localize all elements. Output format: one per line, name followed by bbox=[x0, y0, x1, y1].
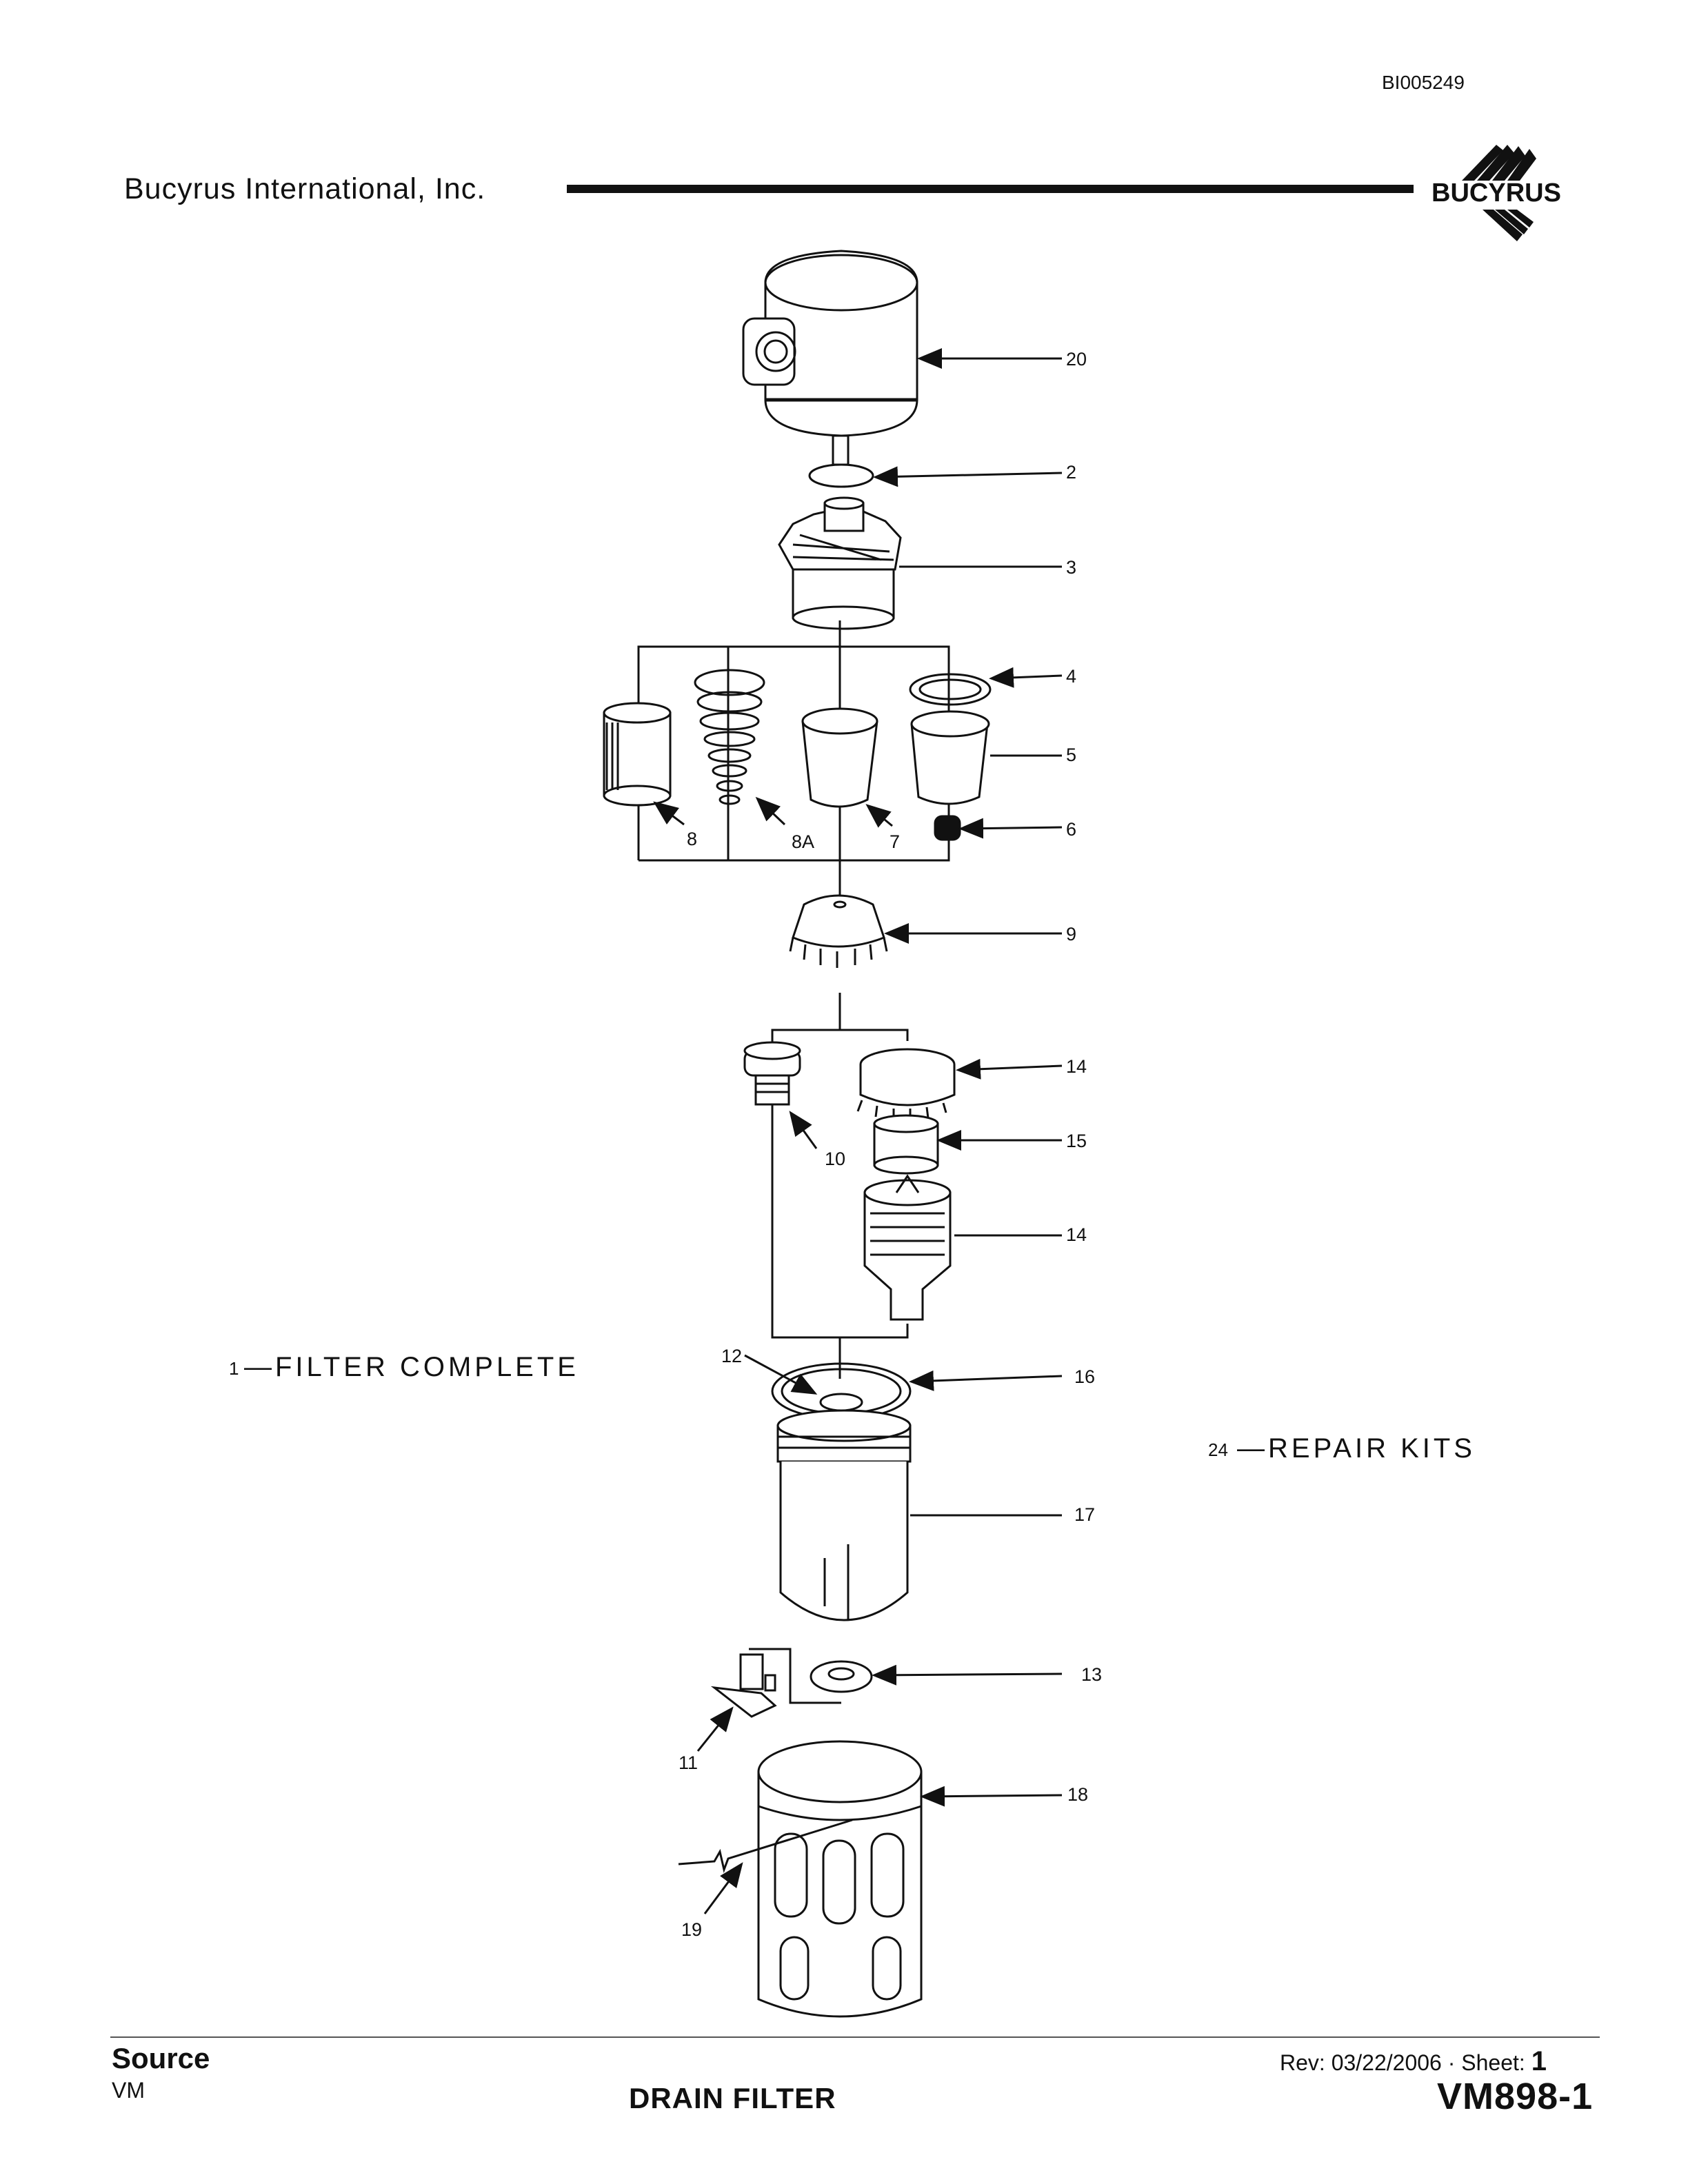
callout-4: 4 bbox=[1066, 666, 1076, 687]
part-11-drain-valve bbox=[710, 1653, 777, 1718]
callout-2: 2 bbox=[1066, 462, 1076, 483]
source-label: Source bbox=[112, 2042, 210, 2074]
callout-6: 6 bbox=[1066, 819, 1076, 840]
part-15-sleeve bbox=[873, 1114, 939, 1175]
part-9-baffle bbox=[789, 894, 888, 968]
company-name: Bucyrus International, Inc. bbox=[124, 172, 486, 205]
part-18-guard bbox=[757, 1740, 923, 2018]
callout-14-cap: 14 bbox=[1066, 1056, 1087, 1077]
callout-16: 16 bbox=[1074, 1366, 1095, 1387]
revision-info: Rev: 03/22/2006 · Sheet: 1 bbox=[1280, 2046, 1547, 2077]
sheet-label: Sheet: bbox=[1461, 2050, 1525, 2075]
callout-19: 19 bbox=[681, 1919, 702, 1940]
part-5-element bbox=[910, 710, 990, 805]
drawing-title: DRAIN FILTER bbox=[629, 2082, 836, 2114]
callout-3: 3 bbox=[1066, 557, 1076, 578]
callout-18: 18 bbox=[1067, 1784, 1088, 1805]
callout-10: 10 bbox=[825, 1149, 845, 1169]
part-2-o-ring bbox=[808, 463, 874, 488]
logo-wordmark: BUCYRUS bbox=[1431, 179, 1561, 208]
sheet-number: 1 bbox=[1531, 2046, 1547, 2076]
callout-9: 9 bbox=[1066, 924, 1076, 944]
footer-rule bbox=[110, 2036, 1600, 2038]
repair-kits-qty: 24 bbox=[1208, 1439, 1228, 1460]
part-14-cap bbox=[856, 1048, 956, 1120]
callout-7: 7 bbox=[890, 831, 900, 852]
part-19-wire bbox=[678, 1819, 853, 1874]
bucyrus-logo: BUCYRUS bbox=[1431, 145, 1561, 241]
rev-separator: · bbox=[1447, 2050, 1456, 2075]
document-number: VM898-1 bbox=[1437, 2076, 1594, 2117]
part-7-element bbox=[801, 707, 878, 808]
callout-11: 11 bbox=[679, 1752, 698, 1773]
callout-15: 15 bbox=[1066, 1131, 1087, 1151]
callout-14-body: 14 bbox=[1066, 1224, 1087, 1245]
source-value: VM bbox=[112, 2078, 145, 2103]
callout-20: 20 bbox=[1066, 349, 1087, 370]
callout-17: 17 bbox=[1074, 1504, 1095, 1525]
callout-8a: 8A bbox=[792, 831, 814, 852]
part-3-deflector bbox=[778, 496, 902, 630]
part-20-head bbox=[742, 250, 918, 466]
part-10-plug bbox=[743, 1041, 801, 1106]
filter-complete-label: —FILTER COMPLETE bbox=[244, 1352, 579, 1382]
part-13-nut bbox=[810, 1660, 873, 1693]
rev-label: Rev: bbox=[1280, 2050, 1325, 2075]
callout-8: 8 bbox=[687, 829, 697, 849]
rev-date: 03/22/2006 bbox=[1331, 2050, 1442, 2075]
part-8a-spring bbox=[694, 669, 765, 805]
filter-complete-qty: 1 bbox=[229, 1358, 239, 1379]
document-id: BI005249 bbox=[1382, 72, 1465, 93]
part-8-screen bbox=[603, 702, 672, 807]
callout-12: 12 bbox=[721, 1346, 742, 1366]
part-17-bowl bbox=[776, 1409, 912, 1621]
repair-kits-label: —REPAIR KITS bbox=[1237, 1433, 1476, 1464]
part-6-nut bbox=[934, 815, 961, 841]
callout-5: 5 bbox=[1066, 745, 1076, 765]
header-rule bbox=[567, 185, 1414, 193]
part-12-o-ring bbox=[819, 1393, 863, 1412]
callout-13: 13 bbox=[1081, 1664, 1102, 1685]
part-14-valve-body bbox=[863, 1174, 952, 1321]
part-4-gasket bbox=[909, 673, 992, 706]
